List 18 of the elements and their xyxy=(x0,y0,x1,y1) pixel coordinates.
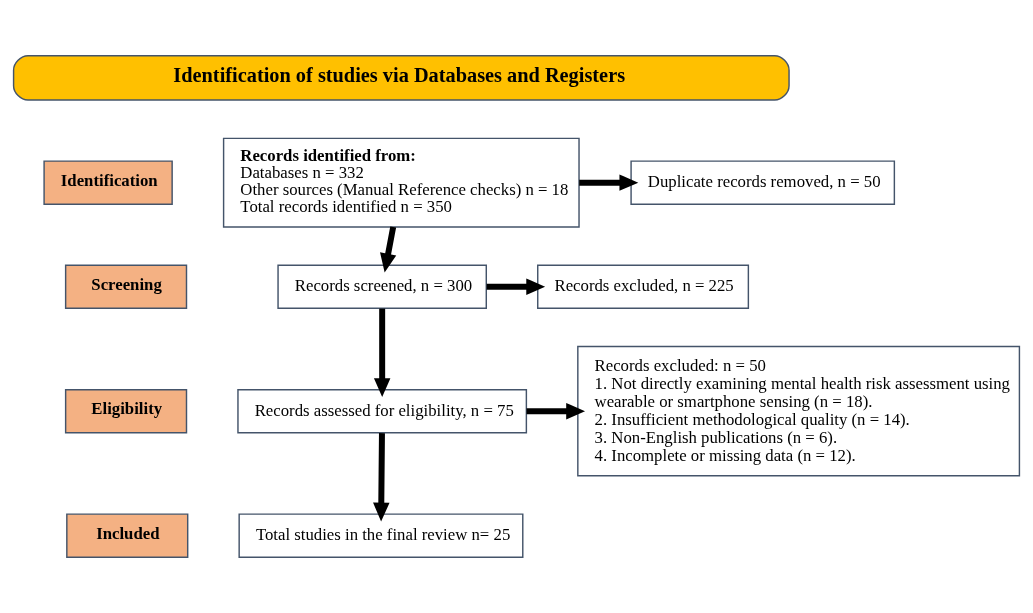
arrow xyxy=(579,174,639,191)
node-box: Identification xyxy=(43,160,173,205)
node-box: Duplicate records removed, n = 50 xyxy=(630,160,896,205)
arrow xyxy=(380,226,397,273)
node-box: Records screened, n = 300 xyxy=(277,264,487,310)
node-box: Screening xyxy=(64,264,188,310)
node-box: Eligibility xyxy=(64,388,188,434)
arrow xyxy=(373,433,390,522)
node-box: Total studies in the final review n= 25 xyxy=(238,513,524,558)
node-box: Included xyxy=(66,513,189,558)
arrow xyxy=(486,278,546,295)
node-box: Records identified from: Databases n = 332 Other sources (Manual Reference checks) n = 18 Total records identified n = 350 xyxy=(222,137,580,228)
node-box: Identification of studies via Databases and Registers xyxy=(12,55,790,101)
node-box: Records excluded, n = 225 xyxy=(537,264,750,310)
node-box: Records assessed for eligibility, n = 75 xyxy=(237,388,528,434)
arrow xyxy=(373,308,391,398)
node-box: Records excluded: n = 50 1. Not directly examining mental health risk assessment using wearable or smartphone sensing (n = 18). 2. Insufficient methodological quality (n = 14). 3. Non-English publications (n = 6). 4. Incomplete or missing data (n = 12). xyxy=(577,345,1021,477)
arrow xyxy=(526,403,586,420)
